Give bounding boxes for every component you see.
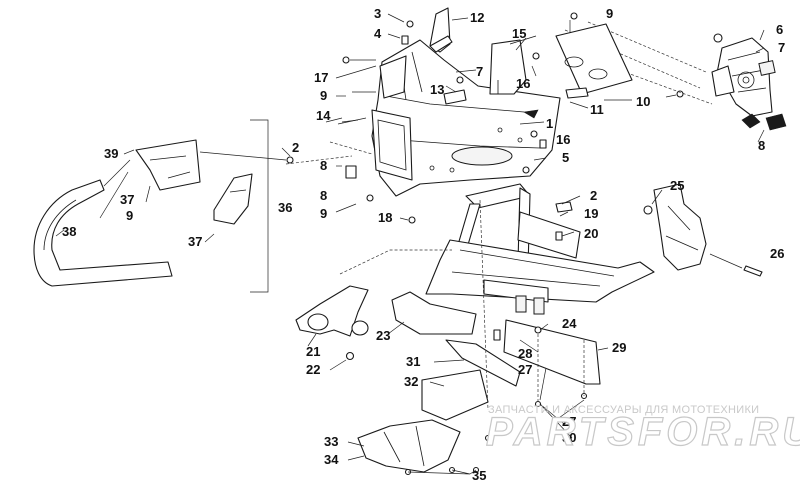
callout-16: 16 bbox=[516, 76, 530, 91]
callout-35: 35 bbox=[472, 468, 486, 483]
callout-2: 2 bbox=[292, 140, 299, 155]
callout-7: 7 bbox=[778, 40, 785, 55]
group-bracket-36 bbox=[250, 119, 269, 293]
bracket-25 bbox=[653, 183, 707, 271]
callout-14: 14 bbox=[316, 108, 331, 123]
callout-22: 22 bbox=[306, 362, 320, 377]
guard-33 bbox=[357, 419, 461, 473]
callout-9: 9 bbox=[320, 88, 327, 103]
callout-21: 21 bbox=[306, 344, 320, 359]
callout-20: 20 bbox=[584, 226, 598, 241]
callout-8: 8 bbox=[758, 138, 765, 153]
ski-mount-21 bbox=[295, 285, 369, 337]
callout-36: 36 bbox=[278, 200, 292, 215]
callout-37: 37 bbox=[120, 192, 134, 207]
callout-38: 38 bbox=[62, 224, 76, 239]
callout-6: 6 bbox=[776, 22, 783, 37]
callout-9: 9 bbox=[126, 208, 133, 223]
callout-29: 29 bbox=[612, 340, 626, 355]
callout-11: 11 bbox=[590, 102, 604, 117]
callout-13: 13 bbox=[430, 82, 444, 97]
clip-13 bbox=[443, 89, 467, 105]
callout-39: 39 bbox=[104, 146, 118, 161]
bumper-38 bbox=[33, 179, 173, 287]
callout-34: 34 bbox=[324, 452, 339, 467]
callout-9: 9 bbox=[320, 206, 327, 221]
callout-28: 28 bbox=[518, 346, 532, 361]
plate-29 bbox=[503, 319, 601, 385]
callout-27: 27 bbox=[518, 362, 532, 377]
callout-26: 26 bbox=[770, 246, 784, 261]
plate-31 bbox=[445, 339, 521, 387]
callout-30: 30 bbox=[562, 430, 576, 445]
hardware-bolts-right bbox=[665, 33, 723, 98]
fasteners bbox=[325, 12, 653, 476]
callout-5: 5 bbox=[562, 150, 569, 165]
callout-27: 27 bbox=[562, 414, 576, 429]
callout-25: 25 bbox=[670, 178, 684, 193]
callout-1: 1 bbox=[546, 116, 553, 131]
callout-labels: 1 2 2 3 4 5 6 7 7 8 8 8 9 9 9 9 10 11 12… bbox=[62, 6, 785, 483]
plate-32 bbox=[421, 369, 489, 421]
callout-32: 32 bbox=[404, 374, 418, 389]
callout-19: 19 bbox=[584, 206, 598, 221]
front-bulkhead-frame bbox=[371, 39, 561, 197]
mounting-plate bbox=[555, 20, 633, 99]
callout-15: 15 bbox=[512, 26, 526, 41]
nut-22 bbox=[345, 351, 355, 361]
callout-17: 17 bbox=[314, 70, 328, 85]
callout-2: 2 bbox=[590, 188, 597, 203]
bracket-39 bbox=[135, 139, 201, 191]
callout-24: 24 bbox=[562, 316, 577, 331]
control-module-15 bbox=[489, 35, 537, 95]
callout-23: 23 bbox=[376, 328, 390, 343]
callout-12: 12 bbox=[470, 10, 484, 25]
callout-leaders bbox=[55, 13, 765, 475]
callout-3: 3 bbox=[374, 6, 381, 21]
callout-37: 37 bbox=[188, 234, 202, 249]
callout-16: 16 bbox=[556, 132, 570, 147]
callout-18: 18 bbox=[378, 210, 392, 225]
watermark-logo: PARTSFOR.RU bbox=[485, 410, 800, 454]
bracket-37 bbox=[213, 173, 253, 225]
callout-4: 4 bbox=[374, 26, 382, 41]
main-chassis-frame bbox=[425, 183, 655, 315]
callout-8: 8 bbox=[320, 188, 327, 203]
belly-shield-23 bbox=[391, 291, 477, 335]
bolt-26 bbox=[743, 265, 763, 277]
watermark-caption: ЗАПЧАСТИ И АКСЕССУАРЫ ДЛЯ МОТОТЕХНИКИ bbox=[488, 404, 760, 416]
side-bracket-assembly bbox=[711, 37, 787, 131]
callout-9: 9 bbox=[606, 6, 613, 21]
callout-31: 31 bbox=[406, 354, 420, 369]
callout-7: 7 bbox=[476, 64, 483, 79]
callout-33: 33 bbox=[324, 434, 338, 449]
callout-8: 8 bbox=[320, 158, 327, 173]
callout-10: 10 bbox=[636, 94, 650, 109]
top-bracket-12 bbox=[429, 7, 453, 53]
